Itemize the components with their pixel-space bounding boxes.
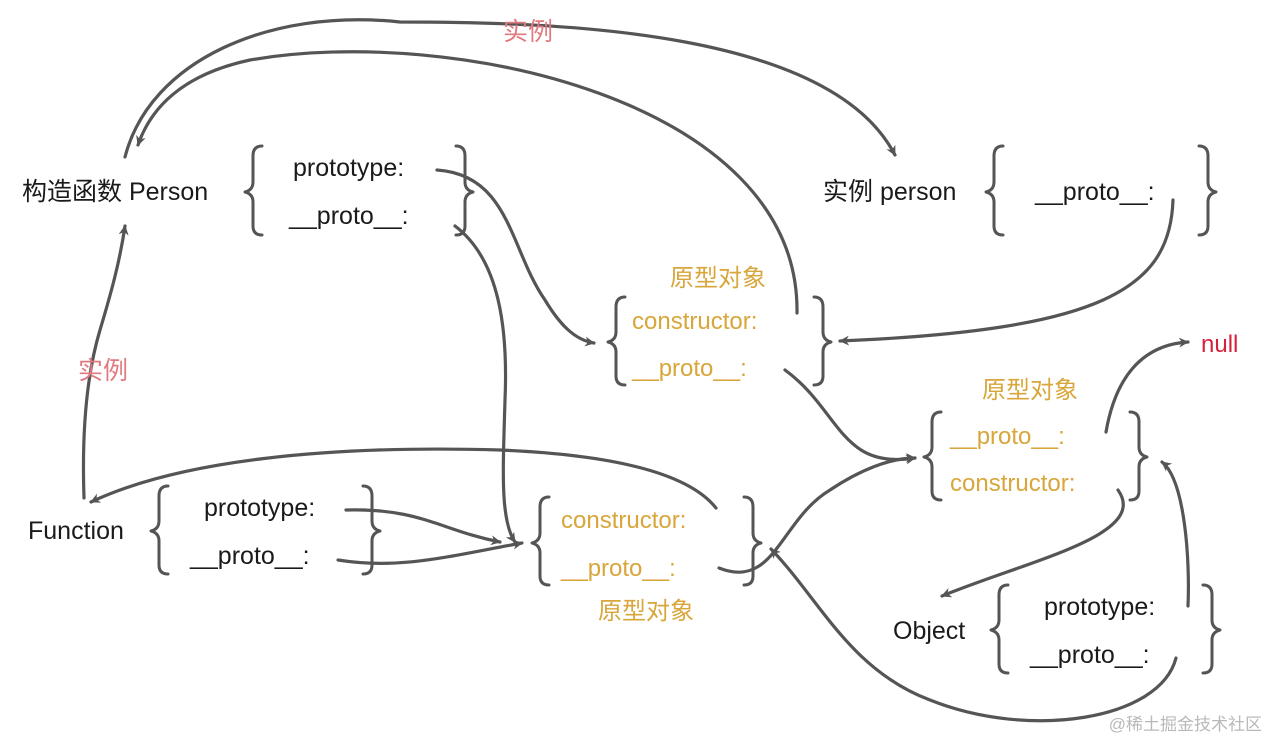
arrow-function-prototype-constructor-to-function xyxy=(89,447,718,510)
arrow-instance-proto-to-person-prototype xyxy=(838,198,1175,346)
object-constructor-title: Object xyxy=(893,617,965,645)
person-prototype-proto-field: __proto__: xyxy=(631,355,747,382)
function-constructor-right-brace xyxy=(361,484,382,576)
person-constructor-right-brace xyxy=(454,144,475,237)
object-prototype-constructor-field: constructor: xyxy=(950,470,1075,497)
arrow-function-proto-to-prototype-obj xyxy=(336,539,524,565)
person-instance-title: 实例 person xyxy=(823,178,956,206)
braces xyxy=(149,144,1222,675)
watermark: @稀土掘金技术社区 xyxy=(1109,715,1262,734)
arrows xyxy=(81,18,1190,723)
function-prototype-right-brace xyxy=(742,495,763,587)
function-constructor-left-brace xyxy=(149,484,170,576)
object-constructor-proto-field: __proto__: xyxy=(1029,641,1150,669)
arrow-function-prototype-proto-to-object-prototype xyxy=(717,453,917,574)
person-prototype-title: 原型对象 xyxy=(670,265,766,292)
person-instance-right-brace xyxy=(1197,144,1218,237)
object-constructor-right-brace xyxy=(1201,583,1222,675)
arrow-object-prototype-to-object-prototype-obj xyxy=(1160,460,1190,608)
arrow-object-proto-to-function-prototype xyxy=(769,547,1178,723)
object-prototype-right-brace xyxy=(1128,410,1149,502)
function-prototype-title: 原型对象 xyxy=(598,598,694,625)
person-constructor-title: 构造函数 Person xyxy=(22,178,208,206)
person-instance-left-brace xyxy=(984,144,1005,237)
person-constructor-left-brace xyxy=(243,144,264,237)
function-prototype-left-brace xyxy=(530,495,551,587)
null-label: null xyxy=(1201,331,1238,358)
arrow-person-prototype-to-object xyxy=(435,168,596,347)
arrow-object-prototype-proto-to-null xyxy=(1104,337,1190,434)
person-prototype-left-brace xyxy=(606,295,627,387)
person-constructor-proto-field: __proto__: xyxy=(288,202,409,230)
function-prototype-proto-field: __proto__: xyxy=(560,555,676,582)
left-instance-label: 实例 xyxy=(78,357,128,385)
object-constructor-prototype-field: prototype: xyxy=(1044,593,1155,621)
arrow-person-proto-to-function-prototype xyxy=(453,224,517,544)
object-prototype-title: 原型对象 xyxy=(982,377,1078,404)
person-prototype-constructor-field: constructor: xyxy=(632,308,757,335)
function-prototype-constructor-field: constructor: xyxy=(561,507,686,534)
object-constructor-left-brace xyxy=(989,583,1010,675)
person-instance-proto-field: __proto__: xyxy=(1034,178,1155,206)
object-prototype-left-brace xyxy=(922,410,943,502)
arrow-person-prototype-proto-to-object-prototype xyxy=(783,368,917,465)
arrow-prototype-constructor-to-person xyxy=(136,50,799,315)
arrow-object-prototype-constructor-to-object xyxy=(940,488,1125,598)
object-prototype-proto-field: __proto__: xyxy=(949,423,1065,450)
person-prototype-right-brace xyxy=(812,295,833,387)
labels: 实例 实例 构造函数 Person prototype: __proto__: … xyxy=(22,18,1262,734)
person-constructor-prototype-field: prototype: xyxy=(293,154,404,182)
top-instance-label: 实例 xyxy=(503,18,553,46)
arrow-function-to-person xyxy=(81,224,129,500)
arrow-person-to-instance xyxy=(123,18,897,159)
function-constructor-prototype-field: prototype: xyxy=(204,494,315,522)
function-constructor-proto-field: __proto__: xyxy=(189,542,310,570)
function-constructor-title: Function xyxy=(28,517,124,545)
arrow-function-prototype-to-prototype-obj xyxy=(344,508,502,546)
